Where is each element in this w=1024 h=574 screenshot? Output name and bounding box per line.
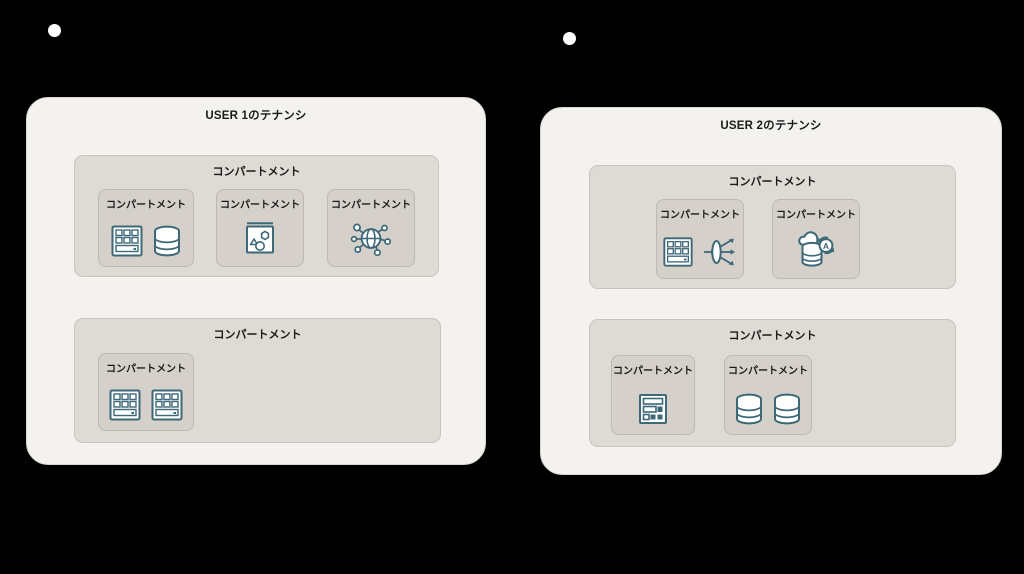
card-icon-group (612, 392, 694, 426)
card-icon-group: A (773, 230, 859, 270)
compartment-card[interactable]: コンパートメント (611, 355, 695, 435)
compartment-card-title: コンパートメント (106, 200, 186, 211)
compute-instance-icon (151, 389, 183, 421)
database-icon (774, 393, 800, 425)
compute-instance-icon (109, 389, 141, 421)
compartment-card[interactable]: コンパートメント (327, 189, 415, 267)
compartment-band[interactable]: コンパートメント コンパートメント (74, 318, 441, 443)
compartment-card-title: コンパートメント (331, 200, 411, 211)
compartment-band-title: コンパートメント (728, 176, 817, 188)
tenancy-title: USER 1のテナンシ (205, 110, 307, 122)
compute-instance-icon (663, 237, 693, 267)
compartment-card-title: コンパートメント (106, 364, 186, 375)
compartment-card-title: コンパートメント (613, 366, 693, 377)
compartment-card[interactable]: コンパートメント (724, 355, 812, 435)
compartment-card-title: コンパートメント (728, 366, 808, 377)
autonomous-database-icon: A (798, 231, 835, 267)
compartment-card[interactable]: コンパートメント (98, 189, 194, 267)
compartment-band[interactable]: コンパートメント コンパートメント コンパートメント (589, 319, 956, 447)
network-globe-icon (350, 223, 392, 257)
compartment-card[interactable]: コンパートメント (98, 353, 194, 431)
compartment-card-title: コンパートメント (776, 210, 856, 221)
tenancy-user-1[interactable]: USER 1のテナンシ コンパートメント コンパートメント (26, 97, 486, 465)
load-balancer-icon (704, 238, 735, 266)
svg-text:A: A (823, 241, 829, 251)
card-icon-group (725, 392, 811, 426)
tenancy-title: USER 2のテナンシ (720, 120, 822, 132)
anchor-dot-left (48, 24, 61, 37)
compartment-card[interactable]: コンパートメント A (772, 199, 860, 279)
compartment-card[interactable]: コンパートメント (216, 189, 304, 267)
database-icon (736, 393, 762, 425)
compartment-card[interactable]: コンパートメント (656, 199, 744, 279)
card-icon-group (99, 224, 193, 258)
block-storage-panel-icon (639, 394, 667, 424)
compute-instance-icon (111, 225, 143, 257)
card-icon-group (657, 234, 743, 270)
card-icon-group (328, 218, 414, 258)
compartment-band[interactable]: コンパートメント コンパートメント (589, 165, 956, 289)
shapes-window-icon (246, 222, 274, 254)
anchor-dot-right (563, 32, 576, 45)
compartment-band[interactable]: コンパートメント コンパートメント (74, 155, 439, 277)
compartment-card-title: コンパートメント (220, 200, 300, 211)
compartment-band-title: コンパートメント (212, 166, 301, 178)
compartment-band-title: コンパートメント (728, 330, 817, 342)
compartment-card-title: コンパートメント (660, 210, 740, 221)
card-icon-group (217, 220, 303, 258)
database-icon (154, 225, 180, 257)
compartment-band-title: コンパートメント (213, 329, 302, 341)
card-icon-group (99, 388, 193, 422)
tenancy-user-2[interactable]: USER 2のテナンシ コンパートメント コンパートメント (540, 107, 1002, 475)
